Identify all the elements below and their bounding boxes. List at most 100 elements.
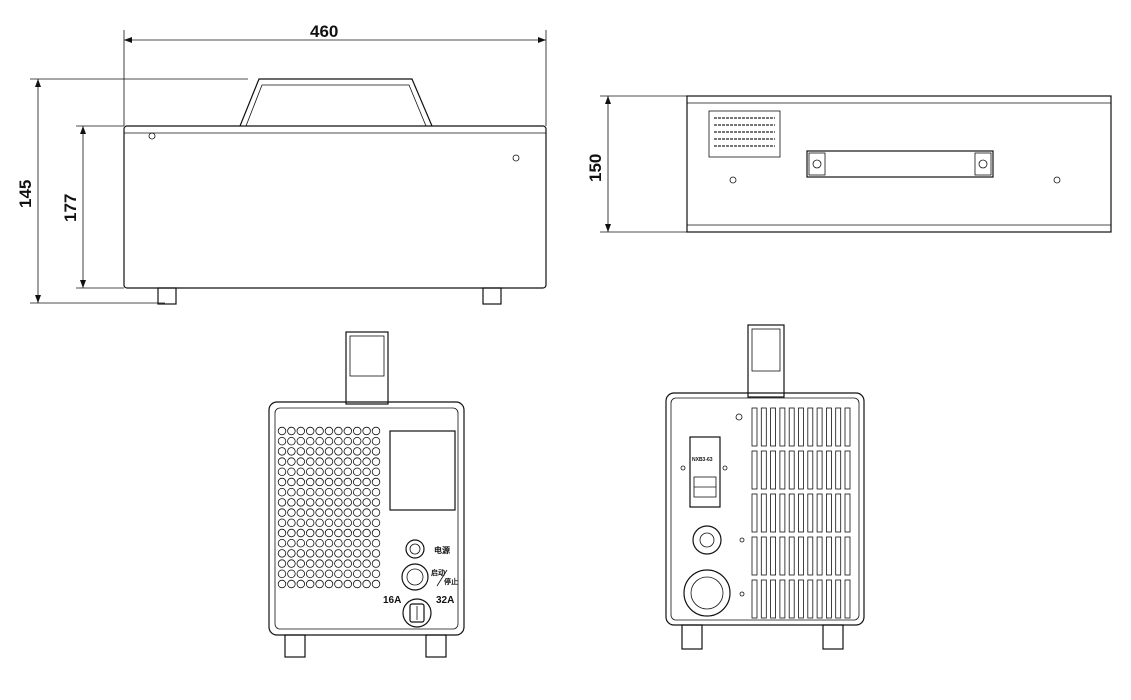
vent-hole xyxy=(287,518,296,527)
vent-hole xyxy=(334,539,343,548)
vent-slot xyxy=(826,493,832,533)
indicator-label: 电源 xyxy=(434,545,450,555)
vent-slot xyxy=(816,579,823,619)
vent-hole xyxy=(315,549,324,558)
vent-hole xyxy=(277,579,287,589)
vent-hole xyxy=(296,498,305,507)
vent-hole xyxy=(315,559,324,568)
vent-hole xyxy=(306,569,315,578)
vent-hole xyxy=(287,426,296,436)
vent-hole xyxy=(287,498,296,507)
vent-hole xyxy=(353,457,362,466)
vent-hole xyxy=(287,508,296,517)
vent-hole xyxy=(306,508,315,517)
vent-hole xyxy=(371,518,381,527)
vent-slot xyxy=(844,407,851,447)
vent-hole xyxy=(343,488,352,497)
vent-slot xyxy=(826,450,832,490)
vent-hole xyxy=(343,508,352,517)
start-stop-button xyxy=(401,563,429,591)
vent-hole xyxy=(296,539,305,548)
vent-slot xyxy=(816,407,823,447)
vent-hole xyxy=(353,528,362,538)
vent-slot xyxy=(788,579,795,619)
vent-hole xyxy=(324,447,334,456)
vent-slot xyxy=(844,450,851,490)
vent-hole xyxy=(334,528,343,538)
vent-hole xyxy=(334,498,343,507)
vent-hole xyxy=(362,579,371,589)
vent-slot xyxy=(770,579,776,619)
vent-hole xyxy=(343,569,352,578)
vent-slot xyxy=(779,450,786,490)
vent-slot xyxy=(770,407,776,447)
vent-slot xyxy=(751,536,758,576)
vent-hole xyxy=(315,569,324,578)
vent-hole xyxy=(296,467,305,476)
vent-hole xyxy=(353,539,362,548)
vent-hole xyxy=(362,539,371,548)
dimension-outer-height-label: 145 xyxy=(16,180,35,208)
vent-hole xyxy=(324,579,334,589)
vent-hole xyxy=(362,437,371,446)
vent-hole xyxy=(306,426,315,436)
vent-hole xyxy=(371,437,381,446)
vent-hole xyxy=(277,518,287,527)
vent-hole xyxy=(324,488,334,497)
vent-hole xyxy=(371,498,381,507)
vent-hole xyxy=(315,528,324,538)
vent-hole xyxy=(324,498,334,507)
vent-hole xyxy=(287,579,296,589)
vent-hole xyxy=(371,559,381,568)
vent-hole xyxy=(306,528,315,538)
vent-hole xyxy=(287,528,296,538)
vent-hole xyxy=(343,437,352,446)
vent-slot xyxy=(816,450,823,490)
vent-hole xyxy=(362,447,371,456)
breaker-label: NXB3-63 xyxy=(692,457,713,463)
vent-hole xyxy=(343,518,352,527)
vent-slot xyxy=(807,407,814,447)
vent-hole xyxy=(315,579,324,589)
vent-hole xyxy=(371,467,381,476)
vent-hole xyxy=(362,498,371,507)
vent-hole xyxy=(315,457,324,466)
vent-hole xyxy=(287,569,296,578)
vent-hole xyxy=(315,437,324,446)
vent-hole xyxy=(334,437,343,446)
vent-hole xyxy=(343,498,352,507)
vent-hole xyxy=(296,518,305,527)
vent-hole xyxy=(277,549,287,558)
vent-hole xyxy=(324,549,334,558)
circuit-breaker xyxy=(689,436,721,508)
vent-hole xyxy=(277,528,287,538)
vent-hole xyxy=(324,426,334,436)
vent-hole xyxy=(324,457,334,466)
vent-hole xyxy=(306,457,315,466)
vent-hole xyxy=(306,559,315,568)
vent-hole xyxy=(343,426,352,436)
vent-hole xyxy=(306,467,315,476)
start-label: 启动 xyxy=(431,568,445,577)
vent-slot xyxy=(779,536,786,576)
front-elevation-view: 460 145 177 xyxy=(16,22,547,305)
vent-slot xyxy=(770,536,776,576)
vent-hole xyxy=(277,539,287,548)
vent-hole xyxy=(296,437,305,446)
vent-slot xyxy=(770,450,776,490)
vent-hole xyxy=(277,447,287,456)
label-32a: 32A xyxy=(436,595,454,606)
vent-hole xyxy=(353,488,362,497)
vent-hole xyxy=(315,518,324,527)
vent-hole xyxy=(277,437,287,446)
vent-hole xyxy=(334,579,343,589)
vent-hole xyxy=(343,559,352,568)
vent-hole xyxy=(353,426,362,436)
vent-hole xyxy=(287,539,296,548)
vent-hole xyxy=(343,549,352,558)
vent-hole xyxy=(353,559,362,568)
vent-hole xyxy=(277,467,287,476)
vent-slot xyxy=(779,579,786,619)
vent-hole xyxy=(296,488,305,497)
vent-hole xyxy=(371,426,381,436)
